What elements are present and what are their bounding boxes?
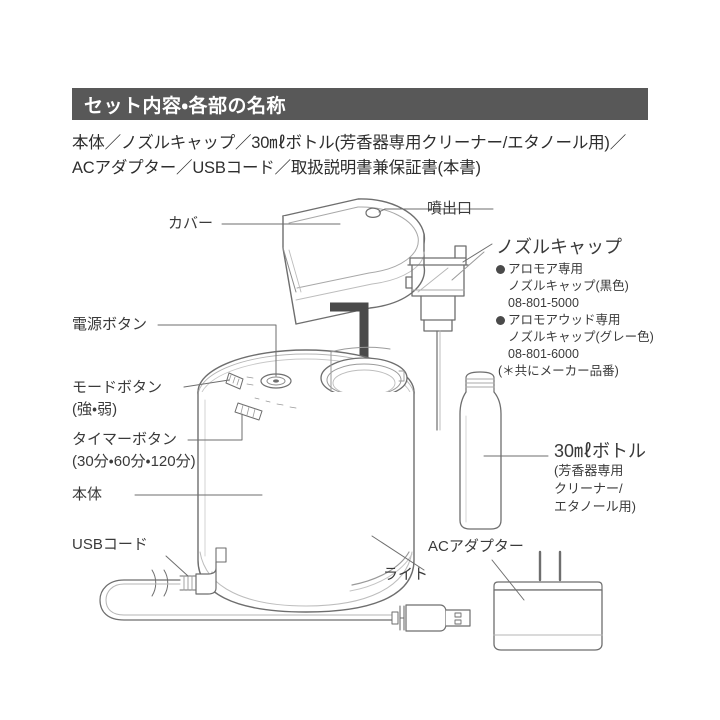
bottle-callout-block: 30㎖ボトル (芳香器専用 クリーナー/ エタノール用) — [554, 440, 704, 516]
nozzle-cap-item-1: アロモア専用 ノズルキャップ(黒色) 08-801-5000 — [496, 261, 716, 312]
bottle-title: 30㎖ボトル — [554, 441, 647, 461]
timer-button-icon — [234, 397, 297, 421]
callout-timer-button-note: (30分・60分・120分) — [72, 453, 196, 470]
main-unit-illustration — [197, 346, 415, 613]
callout-main-unit: 本体 — [72, 486, 103, 503]
callout-mode-button-note: (強・弱) — [72, 401, 118, 418]
nozzle-cap-callout-block: ノズルキャップ アロモア専用 ノズルキャップ(黒色) 08-801-5000 ア… — [496, 236, 716, 380]
set-contents-line-1: 本体／ノズルキャップ／30㎖ボトル(芳香器専用クリーナー/エタノール用)／ — [72, 134, 627, 152]
callout-timer-button: タイマーボタン — [72, 431, 178, 448]
cover-illustration — [282, 198, 426, 325]
nozzle-cap-illustration — [405, 245, 469, 431]
mode-button-icon — [225, 372, 254, 390]
bottle-note-line-1: (芳香器専用 — [554, 463, 624, 478]
bottle-illustration — [459, 371, 502, 530]
ac-adapter-illustration — [493, 550, 603, 651]
nozzle-cap-item-1-line2: ノズルキャップ(黒色) — [508, 279, 629, 293]
set-contents-line-2: ACアダプター／USBコード／取扱説明書兼保証書(本書) — [72, 159, 481, 177]
usb-cord-illustration — [99, 547, 471, 632]
callout-spout: 噴出口 — [427, 200, 473, 217]
callout-usb-cord: USBコード — [72, 536, 148, 553]
nozzle-cap-item-1-line1: アロモア専用 — [508, 262, 584, 276]
nozzle-cap-item-2-part-number: 08-801-6000 — [508, 347, 579, 361]
callout-cover: カバー — [168, 215, 214, 232]
bullet-dot-icon — [496, 265, 505, 274]
bottle-note-line-3: エタノール用) — [554, 499, 636, 514]
callout-mode-button: モードボタン — [72, 379, 163, 396]
callout-power-button: 電源ボタン — [72, 316, 148, 333]
nozzle-cap-item-1-part-number: 08-801-5000 — [508, 296, 579, 310]
nozzle-cap-item-2-line1: アロモアウッド専用 — [508, 313, 621, 327]
bullet-dot-icon — [496, 316, 505, 325]
nozzle-cap-title: ノズルキャップ — [496, 237, 622, 257]
callout-light: ライト — [383, 566, 429, 583]
nozzle-cap-item-2: アロモアウッド専用 ノズルキャップ(グレー色) 08-801-6000 — [496, 312, 716, 363]
section-heading-text: セット内容・各部の名称 — [84, 95, 286, 117]
power-button-icon — [260, 373, 292, 389]
nozzle-cap-item-2-line2: ノズルキャップ(グレー色) — [508, 330, 654, 344]
set-contents-paragraph: 本体／ノズルキャップ／30㎖ボトル(芳香器専用クリーナー/エタノール用)／ AC… — [72, 131, 657, 181]
section-heading-bar: セット内容・各部の名称 — [72, 88, 648, 120]
bottle-note-line-2: クリーナー/ — [554, 481, 623, 496]
down-arrow-icon — [330, 302, 378, 390]
nozzle-cap-footnote: (＊共にメーカー品番) — [498, 364, 619, 378]
callout-ac-adapter: ACアダプター — [428, 538, 524, 555]
